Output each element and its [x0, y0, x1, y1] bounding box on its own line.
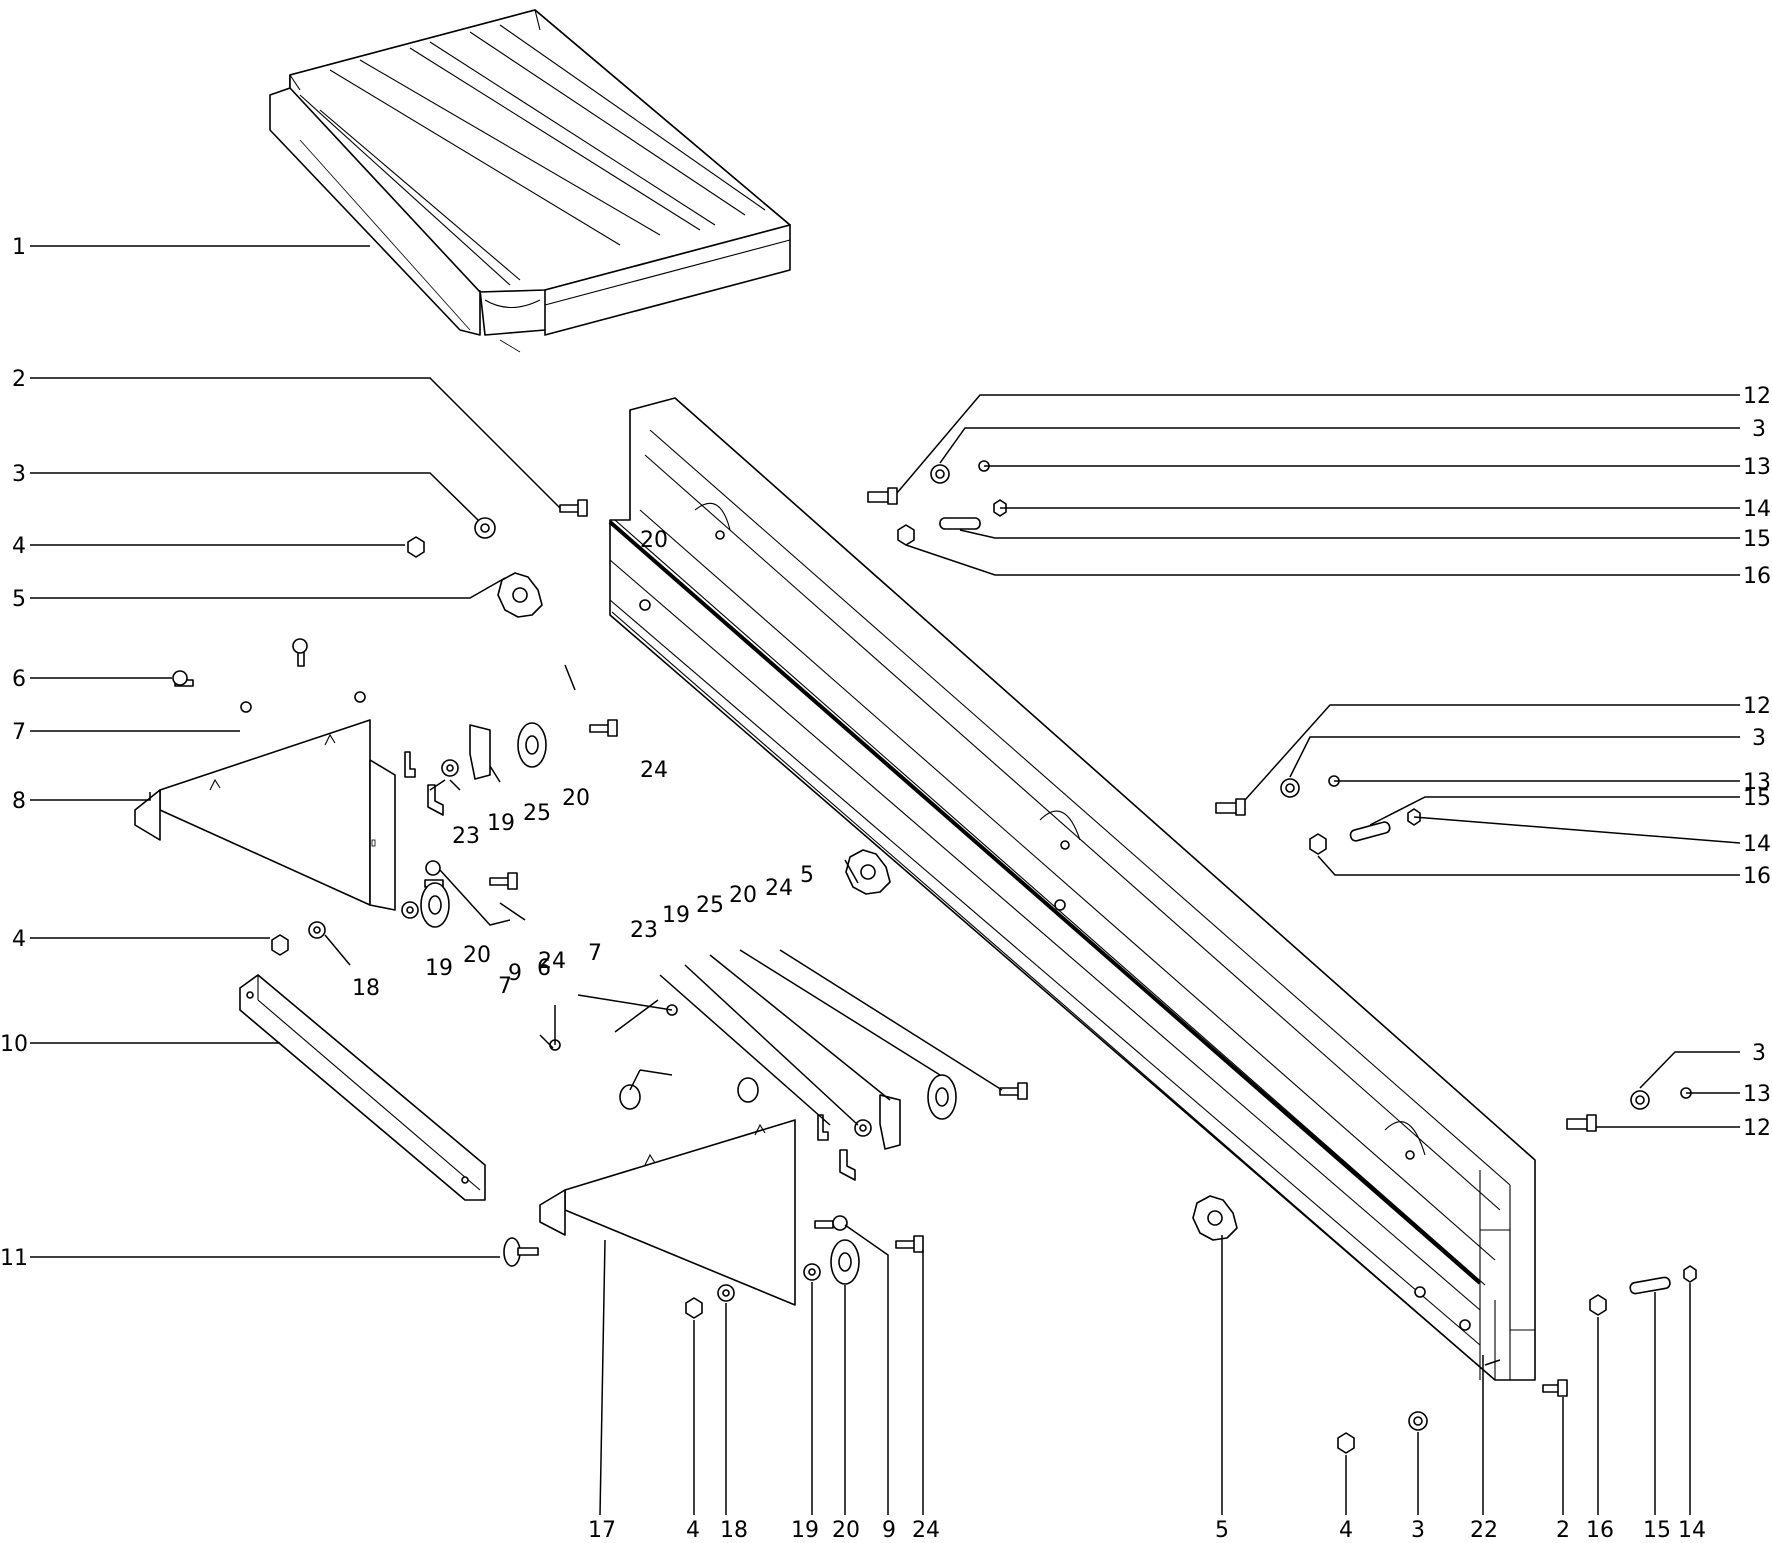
- lower-bracket: [539, 1119, 796, 1306]
- callout-4: 4: [686, 1518, 700, 1543]
- callout-18: 18: [352, 976, 380, 1001]
- callout-3: 3: [12, 462, 26, 487]
- callout-19: 19: [662, 903, 690, 928]
- callout-23: 23: [452, 824, 480, 849]
- callout-12: 12: [1743, 1116, 1771, 1141]
- angle-bar: [239, 974, 486, 1201]
- callout-25: 25: [696, 893, 724, 918]
- clips: [404, 724, 901, 1181]
- callout-20: 20: [729, 883, 757, 908]
- callout-19: 19: [791, 1518, 819, 1543]
- star-knob: [1192, 1195, 1238, 1241]
- callout-3: 3: [1752, 417, 1766, 442]
- callout-16: 16: [1743, 864, 1771, 889]
- callout-20: 20: [562, 786, 590, 811]
- callout-labels: 1 2 3 4 5 6 7 8 4 10 11 24 20 25 19 23 9…: [0, 235, 1771, 1543]
- callout-16: 16: [1586, 1518, 1614, 1543]
- callout-2: 2: [1556, 1518, 1570, 1543]
- callout-14: 14: [1743, 497, 1771, 522]
- callout-14: 14: [1743, 832, 1771, 857]
- callout-4: 4: [1339, 1518, 1353, 1543]
- callout-7: 7: [12, 720, 26, 745]
- pins: [619, 517, 1671, 1295]
- callout-7: 7: [588, 941, 602, 966]
- callout-11: 11: [0, 1246, 28, 1271]
- callout-24: 24: [538, 949, 566, 974]
- callout-4: 4: [12, 927, 26, 952]
- callout-16: 16: [1743, 564, 1771, 589]
- callout-13: 13: [1743, 1082, 1771, 1107]
- callout-15: 15: [1743, 786, 1771, 811]
- callout-3: 3: [1752, 726, 1766, 751]
- callout-25: 25: [523, 801, 551, 826]
- callout-12: 12: [1743, 384, 1771, 409]
- rollers: [420, 722, 957, 1285]
- callout-14: 14: [1678, 1518, 1706, 1543]
- callout-23: 23: [630, 918, 658, 943]
- callout-22: 22: [1470, 1518, 1498, 1543]
- guide-rail: [608, 397, 1536, 1381]
- callout-8: 8: [12, 789, 26, 814]
- callout-2: 2: [12, 367, 26, 392]
- callout-1: 1: [12, 235, 26, 260]
- callout-6: 6: [12, 667, 26, 692]
- callout-7: 7: [498, 974, 512, 999]
- callout-12: 12: [1743, 694, 1771, 719]
- callout-3: 3: [1411, 1518, 1425, 1543]
- star-knob: [845, 849, 891, 895]
- thumb-screw: [503, 1237, 539, 1267]
- callout-15: 15: [1643, 1518, 1671, 1543]
- callout-15: 15: [1743, 527, 1771, 552]
- callout-18: 18: [720, 1518, 748, 1543]
- callout-9: 9: [508, 961, 522, 986]
- callout-17: 17: [588, 1518, 616, 1543]
- callout-20: 20: [463, 943, 491, 968]
- sliding-table-top: [269, 9, 791, 353]
- callout-24: 24: [912, 1518, 940, 1543]
- callout-6: 6: [537, 956, 551, 981]
- callout-19: 19: [487, 811, 515, 836]
- callout-24: 24: [765, 876, 793, 901]
- callout-24: 24: [640, 758, 668, 783]
- callout-19: 19: [425, 956, 453, 981]
- star-knob: [497, 572, 543, 618]
- bolts: [172, 487, 1597, 1397]
- upper-bracket: [134, 719, 396, 911]
- callout-5: 5: [1215, 1518, 1229, 1543]
- callout-13: 13: [1743, 770, 1771, 795]
- callout-20: 20: [640, 528, 668, 553]
- leader-lines: [30, 245, 1741, 1516]
- callout-4: 4: [12, 534, 26, 559]
- callout-10: 10: [0, 1032, 28, 1057]
- callout-3: 3: [1752, 1041, 1766, 1066]
- callout-9: 9: [882, 1518, 896, 1543]
- callout-5: 5: [12, 587, 26, 612]
- callout-5: 5: [800, 863, 814, 888]
- callout-13: 13: [1743, 455, 1771, 480]
- callout-20: 20: [832, 1518, 860, 1543]
